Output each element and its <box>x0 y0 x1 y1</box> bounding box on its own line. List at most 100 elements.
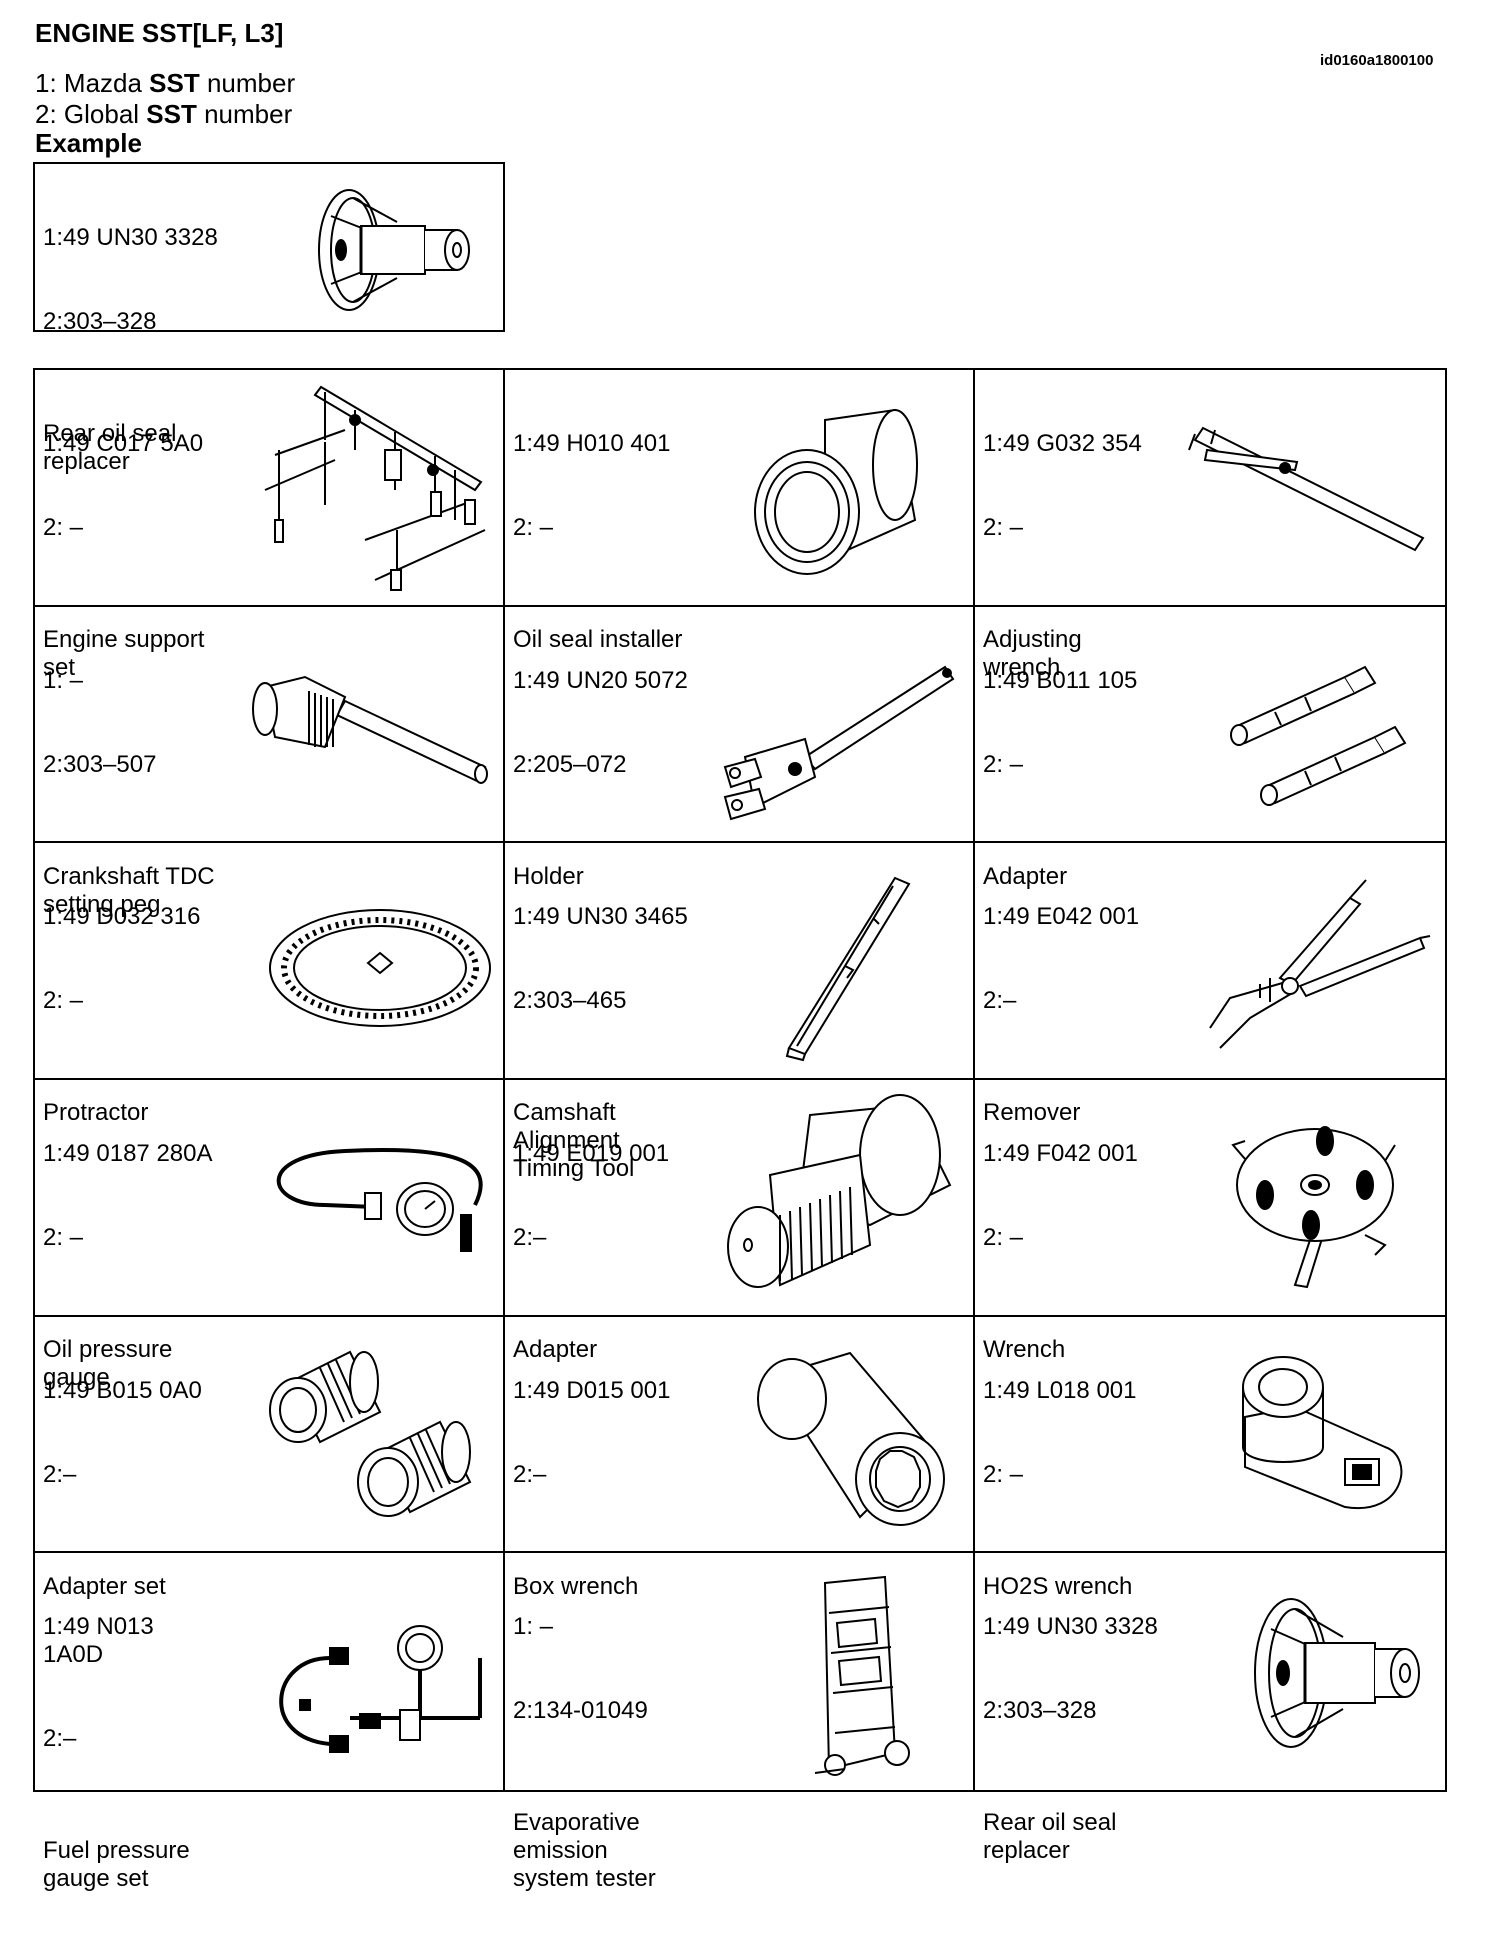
legend: 1: Mazda SST number 2: Global SST number <box>35 68 295 130</box>
tool-text: 1:49 C017 5A0 2: – Engine support set <box>43 374 204 738</box>
tool-name: Remover <box>983 1099 1081 1127</box>
tool-cell: 1:49 L018 001 2: – HO2S wrench <box>975 1317 1445 1600</box>
tool-name: Crankshaft TDC setting peg <box>43 862 215 918</box>
mazda-number: 1:49 C017 5A0 <box>43 430 204 457</box>
global-number: 2:– <box>983 987 1017 1015</box>
tool-cell: 1:49 H010 401 2: – Oil seal installer <box>505 370 975 653</box>
crankshaft-tdc-peg-icon <box>245 667 495 787</box>
tool-cell: 1:49 D032 316 2: – Protractor <box>35 843 505 1126</box>
example-text: 1:49 UN30 3328 2:303–328 Rear oil seal r… <box>43 168 218 532</box>
tool-name: Protractor <box>43 1099 149 1127</box>
wrench-icon <box>1215 1105 1415 1290</box>
camshaft-alignment-tool-icon <box>775 878 925 1058</box>
rear-oil-seal-replacer-icon <box>1245 1593 1425 1753</box>
legend-text: 2: Global <box>35 99 147 129</box>
tool-text: 1:49 E042 001 2:– Remover <box>983 847 1139 1183</box>
tool-cell: 1: – 2:134-01049 Evaporative emission sy… <box>505 1553 975 1892</box>
tool-name: Box wrench <box>513 1572 639 1600</box>
tool-name: HO2S wrench <box>983 1572 1133 1600</box>
page-title: ENGINE SST[LF, L3] <box>35 18 284 48</box>
protractor-icon <box>260 903 500 1033</box>
legend-mazda-line: 1: Mazda SST number <box>35 68 295 99</box>
mazda-number: 1:49 N013 1A0D <box>43 1613 154 1669</box>
adapter-pins-icon <box>1215 657 1415 807</box>
legend-global-line: 2: Global SST number <box>35 99 295 130</box>
tool-cell: 1:49 UN30 3465 2:303–465 Camshaft Alignm… <box>505 843 975 1182</box>
example-label: Example <box>35 128 142 158</box>
tool-text: 1:49 UN20 5072 2:205–072 Holder <box>513 611 688 947</box>
tool-text: 1:49 E019 001 2:– Adapter <box>513 1084 669 1420</box>
image-id: id0160a1800100 <box>1320 52 1434 69</box>
tool-name: Adapter <box>983 862 1068 890</box>
tool-cell: 1:49 B011 105 2: – Adapter <box>975 607 1445 890</box>
tool-name: Evaporative emission system tester <box>513 1809 656 1893</box>
tool-text: 1:49 H010 401 2: – Oil seal installer <box>513 374 682 710</box>
mazda-number: 1:49 L018 001 <box>983 1376 1137 1404</box>
adjusting-wrench-icon <box>1185 420 1435 570</box>
evaporative-emission-tester-icon <box>805 1573 915 1778</box>
legend-sst: SST <box>146 99 197 129</box>
tool-cell: 1:49 F042 001 2: – Wrench <box>975 1080 1445 1363</box>
tool-name: Holder <box>513 862 584 890</box>
legend-text: 1: Mazda <box>35 68 150 98</box>
box-wrench-icon <box>740 1347 950 1527</box>
tool-name: Camshaft Alignment Timing Tool <box>513 1099 635 1183</box>
mazda-number: 1: – <box>513 1613 554 1641</box>
tool-name: Rear oil seal replacer <box>43 420 177 475</box>
tool-text: 1:49 D015 001 2:– Box wrench <box>513 1321 670 1657</box>
engine-support-set-icon <box>255 380 495 595</box>
mazda-number: 1:49 UN30 3328 <box>983 1613 1158 1641</box>
tool-text: 1:49 D032 316 2: – Protractor <box>43 847 200 1183</box>
threaded-adapter-icon <box>720 1095 950 1295</box>
tool-name: Fuel pressure gauge set <box>43 1837 190 1893</box>
tool-cell: 1:49 N013 1A0D 2:– Fuel pressure gauge s… <box>35 1553 505 1892</box>
tool-cell: 1:49 C017 5A0 2: – Engine support set <box>35 370 505 681</box>
tool-cell: 1:49 E042 001 2:– Remover <box>975 843 1445 1126</box>
mazda-number: 1:49 E019 001 <box>513 1140 670 1167</box>
tool-cell: 1:49 UN20 5072 2:205–072 Holder <box>505 606 975 890</box>
tool-text: 1: – 2:134-01049 Evaporative emission sy… <box>513 1557 656 1949</box>
mazda-number: 1: – <box>43 666 84 694</box>
tool-cell: 1:49 0187 280A 2: – Oil pressure gauge <box>35 1080 505 1391</box>
global-number: 2:205–072 <box>513 750 627 778</box>
tool-text: 1:49 B011 105 2: – Adapter <box>983 611 1137 947</box>
rear-oil-seal-replacer-icon <box>307 186 487 314</box>
tool-cell: 1:49 G032 354 2: – Adjusting wrench <box>975 370 1445 681</box>
tool-text: 1:49 L018 001 2: – HO2S wrench <box>983 1321 1136 1657</box>
tool-name: Oil pressure gauge <box>43 1336 173 1391</box>
global-number: 2:– <box>513 1224 547 1251</box>
global-number: 2: – <box>43 1224 84 1251</box>
mazda-number: 1:49 UN30 3465 <box>513 903 688 931</box>
tool-name: Rear oil seal replacer <box>983 1809 1117 1865</box>
tool-name: Adapter set <box>43 1572 166 1600</box>
tool-cell: 1:49 D015 001 2:– Box wrench <box>505 1316 975 1600</box>
oil-seal-installer-icon <box>745 400 945 585</box>
tool-text: 1:49 N013 1A0D 2:– Fuel pressure gauge s… <box>43 1557 190 1949</box>
global-number: 2: – <box>983 1460 1024 1488</box>
global-number: 2:– <box>513 1460 547 1488</box>
global-number: 2:303–465 <box>513 987 627 1015</box>
mazda-number: 1:49 D032 316 <box>43 903 201 931</box>
tool-text: 1:49 G032 354 2: – Adjusting wrench <box>983 374 1142 738</box>
adapter-set-icon <box>260 1342 500 1532</box>
mazda-number: 1:49 UN20 5072 <box>513 666 688 694</box>
remover-pliers-icon <box>1190 868 1440 1058</box>
global-number: 2: – <box>983 1224 1024 1251</box>
tool-cell: 1:49 UN30 3328 2:303–328 Rear oil seal r… <box>975 1553 1445 1864</box>
holder-icon <box>715 647 965 822</box>
oil-pressure-gauge-icon <box>265 1145 495 1265</box>
mazda-number: 1:49 B011 105 <box>983 666 1138 694</box>
mazda-number: 1:49 D015 001 <box>513 1376 671 1404</box>
legend-text: number <box>199 68 296 98</box>
tool-cell: 1:49 E019 001 2:– Adapter <box>505 1080 975 1363</box>
tool-text: 1: – 2:303–507 Crankshaft TDC setting pe… <box>43 611 215 975</box>
tool-name: Oil seal installer <box>513 626 683 653</box>
mazda-number: 1:49 0187 280A <box>43 1140 213 1167</box>
tool-cell: 1:49 B015 0A0 2:– Adapter set <box>35 1316 505 1600</box>
fuel-pressure-gauge-set-icon <box>270 1618 500 1748</box>
global-number: 2:134-01049 <box>513 1697 648 1725</box>
global-number: 2:– <box>43 1460 77 1488</box>
mazda-number: 1:49 E042 001 <box>983 903 1140 931</box>
global-number: 2: – <box>43 987 84 1015</box>
tool-text: 1:49 0187 280A 2: – Oil pressure gauge <box>43 1084 213 1448</box>
